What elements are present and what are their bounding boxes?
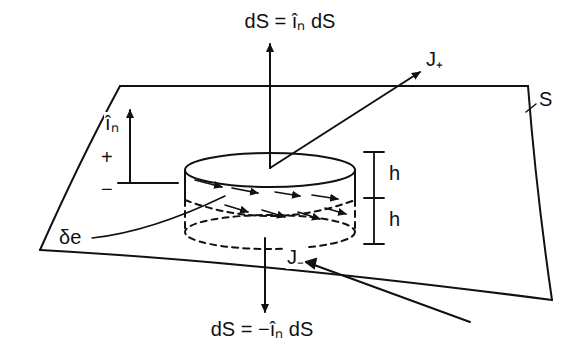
unit-normal-arrow — [129, 110, 131, 183]
dimension-label: h — [388, 162, 401, 185]
normal-down-arrow — [264, 238, 266, 312]
surface-edge — [40, 86, 120, 250]
side-marker — [118, 182, 178, 184]
surface-edge — [528, 86, 552, 300]
dimension-label: h — [388, 208, 401, 231]
sign-label: + — [100, 146, 114, 169]
dimension-h — [364, 152, 384, 244]
j-minus-line — [306, 262, 470, 322]
leader-line — [92, 196, 225, 238]
pillbox-side — [185, 170, 355, 200]
vector-area-label: dS = −îₙ dS — [210, 318, 315, 341]
vector-area-label: dS = îₙ dS — [244, 10, 337, 33]
pillbox-bottom — [185, 215, 355, 249]
j-minus-head — [306, 259, 316, 268]
surface-edge — [120, 85, 528, 87]
surface-current — [195, 180, 346, 219]
leader-line — [526, 104, 536, 112]
contour-label: δe — [58, 226, 82, 249]
normal-arrow — [269, 44, 271, 168]
surface-label: S — [538, 88, 553, 111]
normal-label: îₙ — [104, 112, 120, 135]
sign-label: − — [100, 178, 114, 201]
current-label: J₋ — [286, 246, 305, 269]
j-plus-arrow — [270, 72, 420, 168]
current-label: J₊ — [425, 48, 444, 71]
